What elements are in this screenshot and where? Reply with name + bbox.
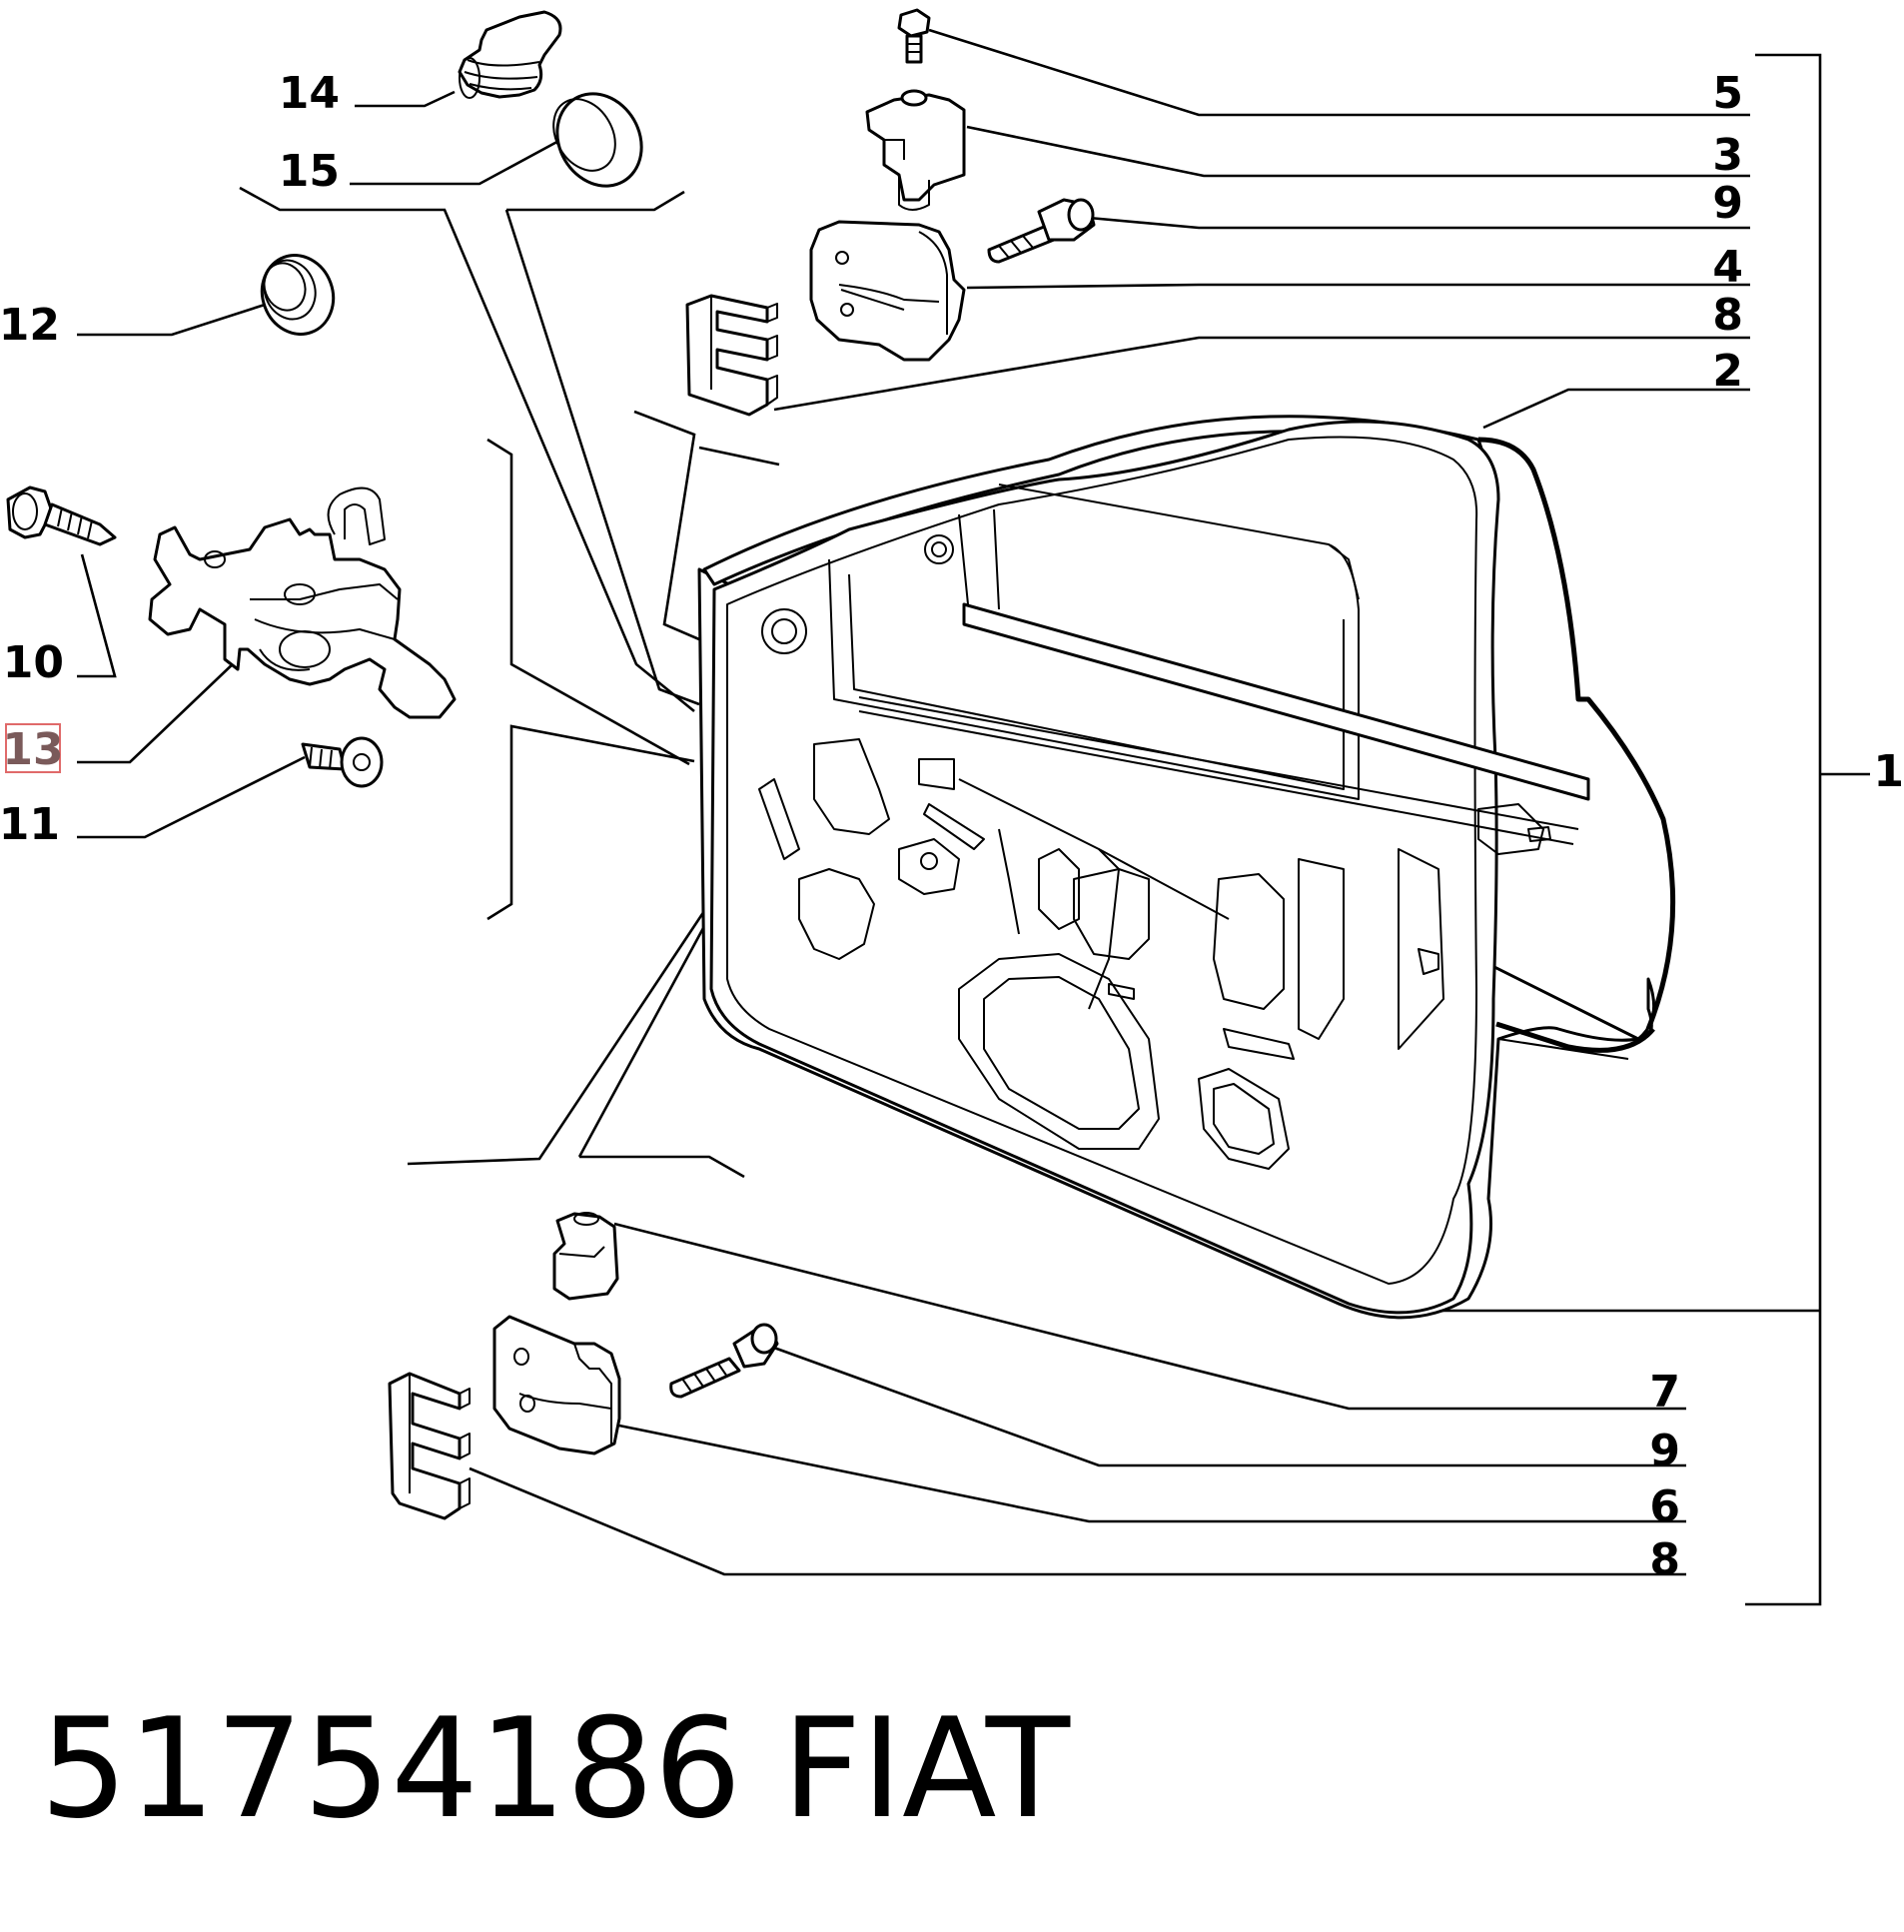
shim-8-top [685,294,778,417]
callout-5: 5 [1712,68,1743,119]
callout-2: 2 [1712,346,1743,397]
callout-10: 10 [3,637,64,688]
callout-3: 3 [1712,130,1743,181]
callout-11: 11 [0,799,60,850]
callout-labels: 5 3 9 4 8 2 1 14 15 12 10 13 11 7 9 6 8 [0,68,1904,1585]
hinge-bracket-4 [809,220,966,362]
callout-12: 12 [0,300,60,351]
upper-hinge-parts [685,8,1096,417]
hinge-bracket-6 [492,1315,621,1455]
brand-name: FIAT [782,1688,1071,1849]
part-number: 51754186 [40,1688,741,1849]
guide-lines [239,186,780,1179]
leader-lines [77,28,1820,1576]
grommet-12 [260,254,336,336]
caption: 51754186 FIAT [40,1688,1071,1849]
hinge-pin-7 [552,1212,619,1301]
door-assembly [697,415,1676,1320]
shim-8-bottom [388,1372,471,1520]
callout-9-top: 9 [1712,178,1743,229]
callout-1: 1 [1873,746,1904,797]
plug-15 [552,92,643,188]
callout-4: 4 [1712,242,1743,293]
bolt-5 [897,8,931,64]
callout-15: 15 [279,146,340,197]
hinge-pin-3 [865,89,966,211]
screw-11 [301,736,384,788]
callout-13-highlight [5,723,61,773]
door-check-13 [148,486,457,719]
bolt-10 [6,485,117,546]
callout-8-bottom: 8 [1649,1534,1680,1585]
callout-6: 6 [1649,1481,1680,1532]
callout-7: 7 [1649,1367,1680,1418]
callout-14: 14 [279,68,340,119]
grommet-14 [458,10,562,99]
left-parts [6,10,643,788]
callout-8-top: 8 [1712,290,1743,341]
callout-9-bottom: 9 [1649,1426,1680,1476]
callout-13: 13 [2,724,63,775]
bolt-9-top [987,198,1096,264]
bolt-9-bottom [669,1323,779,1399]
lower-hinge-parts [388,1212,779,1520]
group-bracket [1745,53,1870,1606]
